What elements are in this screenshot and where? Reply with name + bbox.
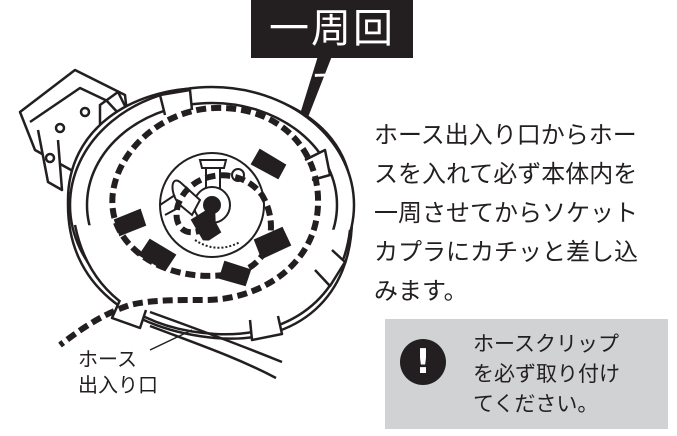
hose-routing-path — [58, 104, 322, 348]
title-callout: 一周回す — [251, 0, 413, 110]
routing-arrow-head — [195, 205, 216, 230]
notice-text: ホースクリップ を必ず取り付け てください。 — [473, 329, 620, 419]
exclamation-icon: ! — [400, 339, 446, 385]
title-text: 一周回す — [269, 6, 395, 110]
hose-entry-label: ホース 出入り口 — [78, 346, 158, 398]
hose-entry-leader-line — [149, 329, 193, 351]
instruction-line: ホース出入り口からホー — [374, 121, 637, 149]
instruction-line: カプラにカチッと差し込 — [374, 238, 638, 266]
instruction-line: みます。 — [374, 277, 468, 305]
hose — [149, 310, 283, 380]
notice-box: ! ホースクリップ を必ず取り付け てください。 — [385, 319, 668, 429]
instruction-line: スを入れて必ず本体内を — [374, 160, 638, 188]
notice-line: ホースクリップ — [473, 332, 619, 356]
instruction-line: 一周させてからソケット — [374, 199, 638, 227]
notice-line: てください。 — [473, 392, 599, 416]
hose-entry-label-line: ホース — [78, 347, 137, 371]
instruction-text: ホース出入り口からホー スを入れて必ず本体内を 一周させてからソケット カプラに… — [374, 116, 674, 311]
hose-entry-label-line: 出入り口 — [78, 373, 158, 397]
notice-line: を必ず取り付け — [473, 362, 620, 386]
